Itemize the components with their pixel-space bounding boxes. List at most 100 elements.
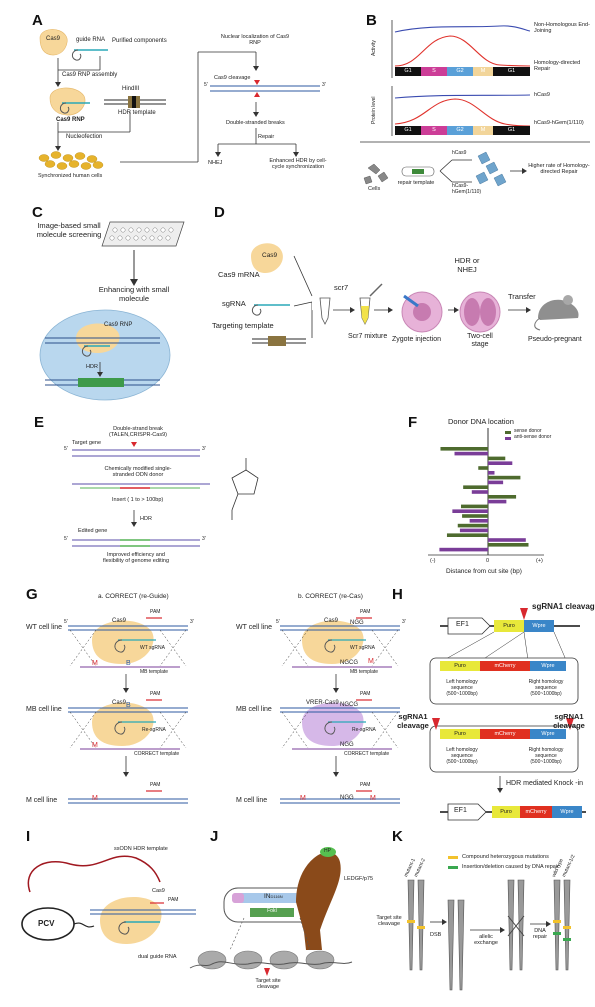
j-in-text: IN <box>264 893 271 900</box>
f-bar-antisense <box>488 499 507 504</box>
g-ngg-b1: NGG <box>350 620 364 626</box>
g-m-mark-b3: M <box>370 795 376 802</box>
f-bar-sense <box>488 475 521 480</box>
h-wpre-top: Wpre <box>532 623 546 629</box>
f-bar-antisense <box>459 528 488 533</box>
f-bar-sense <box>461 504 488 509</box>
c-hdr-label: HDR <box>86 364 98 370</box>
d-scr7-label: scr7 <box>334 283 349 292</box>
h-ef1-bottom: EF1 <box>454 807 467 814</box>
b-phase-g1-b: G1 <box>404 127 412 133</box>
f-tick-plus: (+) <box>536 558 543 564</box>
f-legend-sense: sense donor <box>514 428 542 434</box>
cas9-shape <box>39 29 68 56</box>
f-bar-sense <box>488 543 529 547</box>
b-protein-ylabel: Protein level <box>371 96 377 124</box>
b-phase-m-b: M <box>480 127 486 133</box>
c-rnp-label: Cas9 RNP <box>104 322 133 328</box>
j-target-label: Target site cleavage <box>255 978 281 991</box>
f-bar-sense <box>457 523 488 528</box>
panel-c-label: C <box>32 204 43 221</box>
h-wpre-2: Wpre <box>541 731 555 737</box>
e-hdr-label: HDR <box>140 516 152 522</box>
d-cas9-mrna-label: Cas9 mRNA <box>218 270 260 279</box>
a-3prime: 3' <box>322 82 326 88</box>
g-pam-b3: PAM <box>360 782 371 788</box>
a-dsb-label: Double-stranded breaks <box>226 120 285 126</box>
e-3prime-2: 3' <box>202 536 206 542</box>
h-puro-top: Puro <box>503 623 515 629</box>
g-pam-a1: PAM <box>150 609 161 615</box>
e-3prime-1: 3' <box>202 446 206 452</box>
b-hdr-label: Homology-directed Repair <box>534 60 581 73</box>
h-puro-2: Puro <box>454 731 466 737</box>
g-5p-a1: 5' <box>64 619 68 625</box>
g-ngg-b2: NGG <box>340 742 354 748</box>
a-hindiii-label: HindIII <box>122 86 140 92</box>
a-enhanced-hdr-label: Enhanced HDR by cell-cycle synchronizati… <box>269 158 327 171</box>
a-nucleofection-label: Nucleofection <box>66 134 103 140</box>
g-mb-template-a: MB template <box>140 669 169 675</box>
f-bar-sense <box>488 456 506 461</box>
f-bar-antisense <box>439 547 488 552</box>
e-insert-label: Insert ( 1 to > 100bp) <box>112 497 164 503</box>
h-sgrna1-top: sgRNA1 cleavage <box>532 602 595 611</box>
f-bar-antisense <box>488 461 513 465</box>
g-m-mark-a2: M <box>92 742 98 749</box>
h-right-arm-1: Right homology sequence (500~1000bp) <box>528 679 564 697</box>
panel-e-art <box>72 442 259 547</box>
h-knockin-label: HDR mediated Knock -in <box>506 780 584 787</box>
e-5prime-1: 5' <box>64 446 68 452</box>
g-m-mark-a3: M <box>92 795 98 802</box>
f-bar-antisense <box>488 538 526 542</box>
b-phase-s-b: S <box>432 127 436 133</box>
k-dna-repair-label: DNA repair <box>532 928 548 941</box>
g-3p-b1: 3' <box>402 619 406 625</box>
g-wt-a: WT cell line <box>26 624 63 631</box>
g-3p-a1: 3' <box>190 619 194 625</box>
i-pam-label: PAM <box>168 897 179 903</box>
f-bar-antisense <box>471 490 488 494</box>
panel-i-art <box>21 855 196 944</box>
b-higher-rate-label: Higher rate of Homology-directed Repair <box>528 163 590 176</box>
f-legend-antisense-swatch <box>505 437 511 440</box>
f-tick-minus: (-) <box>430 558 436 564</box>
j-hp1-label: HP <box>324 848 331 854</box>
g-m-b: M cell line <box>236 797 268 804</box>
g-ngg-b3: NGG <box>340 795 354 801</box>
panel-d-art <box>251 243 579 346</box>
k-target-label: Target site cleavage <box>376 915 402 928</box>
k-dsb-label: DSB <box>430 932 442 938</box>
h-mcherry-bottom: mCherry <box>525 809 547 815</box>
b-hcas9-hgem-label: hCas9-hGem(1/110) <box>534 120 584 126</box>
g-m-mark-b2: M <box>300 795 306 802</box>
b-phase-s-a: S <box>432 68 436 74</box>
a-rnp-assembly-label: Cas9 RNP assembly <box>62 72 118 78</box>
a-nuclear-loc-label: Nuclear localization of Cas9 RNP <box>220 34 290 47</box>
k-allelic-label: allelic exchange <box>474 934 498 947</box>
panel-j-label: J <box>210 828 219 845</box>
j-ledgf-label: LEDGF/p75 <box>344 876 374 882</box>
panel-f-bars <box>439 447 529 552</box>
f-bar-antisense <box>488 480 504 485</box>
d-pseudo-label: Pseudo-pregnant <box>528 336 582 343</box>
j-fokl-label: FokI <box>267 908 277 914</box>
f-bar-sense <box>440 447 488 451</box>
g-col-b-title: b. CORRECT (re-Cas) <box>298 593 363 600</box>
d-scr7-mixture-label: Scr7 mixture <box>348 333 388 340</box>
b-phase-m-a: M <box>480 68 486 74</box>
panel-j-art <box>189 847 353 976</box>
b-hcas9-hgem-small: hCas9-hGem(1/110) <box>452 183 482 195</box>
f-bar-sense <box>446 533 488 537</box>
c-enhancing-label: Enhancing with small molecule <box>98 285 170 303</box>
h-sgrna1-right: sgRNA1 cleavage <box>553 712 585 730</box>
b-hcas9-small: hCas9 <box>452 150 467 156</box>
h-left-arm-2: Left homology sequence (500~1000bp) <box>446 747 478 765</box>
e-edited-gene-label: Edited gene <box>78 528 108 534</box>
i-pcv-label: PCV <box>38 919 55 928</box>
b-repair-template-label: repair template <box>397 180 435 186</box>
panel-h-label: H <box>392 586 403 603</box>
panel-h-art <box>429 608 586 821</box>
h-puro-1: Puro <box>454 663 466 669</box>
